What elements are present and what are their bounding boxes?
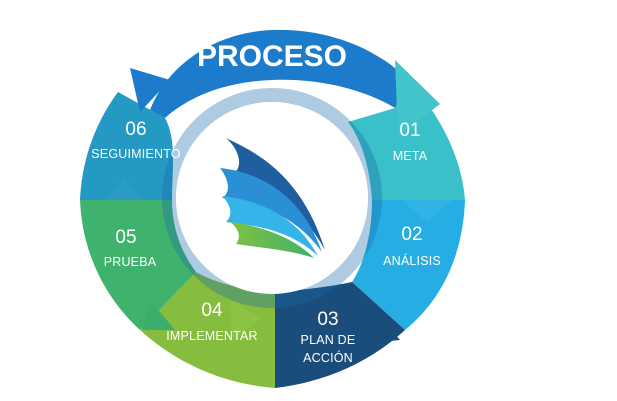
step-01-number: 01 [399,120,420,141]
arrow-04-to-05 [142,300,175,330]
wave-swirl-logo-icon [220,138,325,258]
segment-02 [352,200,465,330]
segment-01 [348,82,465,200]
diagram-title: PROCESO [197,40,347,73]
arrow-01-to-02 [402,200,452,222]
step-03-number: 03 [317,309,338,330]
step-06-number: 06 [125,119,146,140]
arrow-05-to-06 [106,178,142,200]
segment-03 [275,282,405,388]
step-06-name: SEGUIMIENTO [91,147,181,161]
step-01-name: META [393,149,428,163]
step-05-name: PRUEBA [104,255,157,269]
arrow-03-to-04 [230,300,262,340]
step-03-name-line-2: ACCIÓN [303,350,353,365]
inner-rim [162,88,382,308]
arrow-title-to-01 [395,60,440,136]
segment-05 [80,200,196,330]
arrow-06-to-title [130,68,170,112]
step-05-number: 05 [115,227,136,248]
segment-title-band [150,29,410,118]
step-03-name-line-1: PLAN DE [301,333,356,347]
step-02-name: ANÁLISIS [383,253,441,268]
step-04-number: 04 [201,300,223,321]
step-04-name: IMPLEMENTAR [166,329,258,343]
arrow-02-to-03 [350,308,400,345]
step-02-number: 02 [401,224,422,245]
segment-06 [80,92,174,200]
segment-04 [140,272,275,388]
